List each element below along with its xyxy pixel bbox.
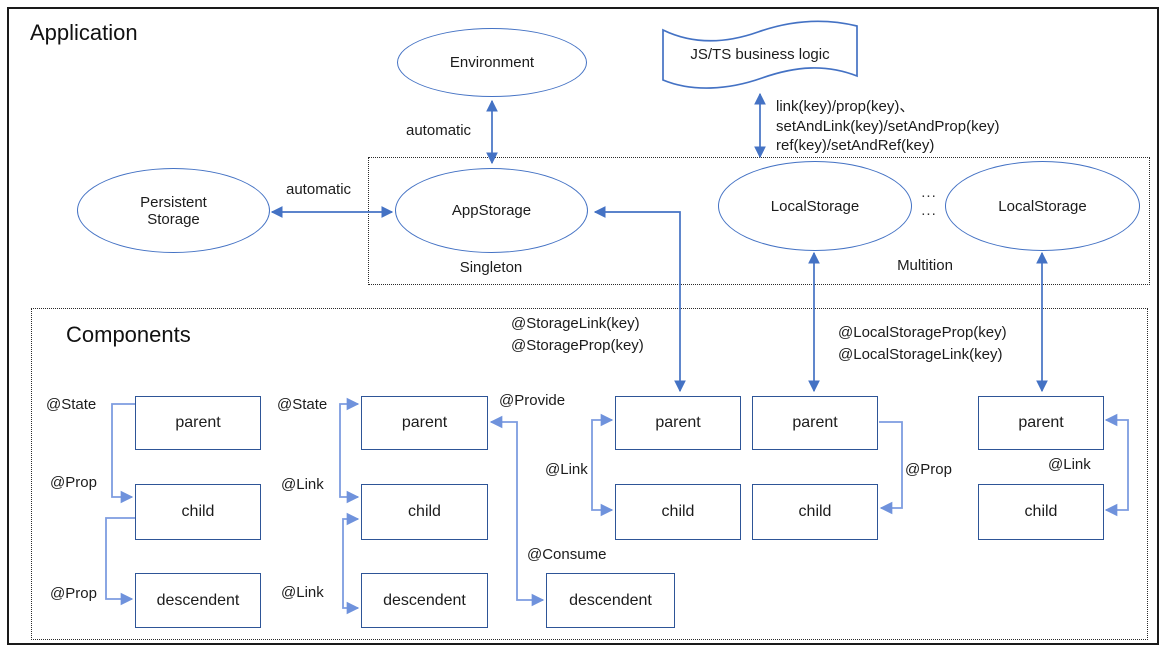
storage-prop-label: @StorageProp(key) xyxy=(511,336,644,354)
api-line-1: link(key)/prop(key)、 xyxy=(776,98,915,115)
tree1-child-box: child xyxy=(135,484,261,540)
app-storage-label: AppStorage xyxy=(451,202,532,219)
application-frame xyxy=(7,7,1159,645)
tree2-child-label: child xyxy=(408,503,441,520)
local-storage-prop-label: @LocalStorageProp(key) xyxy=(838,324,1007,341)
application-title: Application xyxy=(30,20,138,45)
tree5-child-label: child xyxy=(1024,503,1058,520)
ellipsis-dots: ... ... xyxy=(914,184,944,220)
tree5-parent-label: parent xyxy=(1018,414,1064,431)
tree5-link-label: @Link xyxy=(1048,456,1091,473)
tree2-child-box: child xyxy=(361,484,488,540)
tree2-parent-box: parent xyxy=(361,396,488,450)
tree1-descendent-label: descendent xyxy=(156,591,240,609)
components-container xyxy=(31,308,1148,640)
tree1-prop1-label: @Prop xyxy=(50,474,97,491)
tree1-child-label: child xyxy=(181,503,215,520)
tree3-parent-box: parent xyxy=(615,396,741,450)
tree1-state-label: @State xyxy=(46,396,97,413)
api-line-2: setAndLink(key)/setAndProp(key) xyxy=(776,117,1000,135)
tree3-link-label: @Link xyxy=(545,461,588,478)
persistent-storage-label: Persistent Storage xyxy=(140,193,207,228)
storage-decorators-text: @StorageLink(key) @StorageProp(key) xyxy=(511,313,644,356)
tree3-parent-label: parent xyxy=(655,414,701,431)
app-storage-node: AppStorage xyxy=(395,168,588,253)
tree5-parent-box: parent xyxy=(978,396,1104,450)
tree2-link2-label: @Link xyxy=(281,584,324,601)
consume-label: @Consume xyxy=(527,546,607,563)
local-storage-a-node: LocalStorage xyxy=(718,161,912,251)
tree5-child-box: child xyxy=(978,484,1104,540)
tree1-parent-box: parent xyxy=(135,396,261,450)
tree2-parent-label: parent xyxy=(401,414,448,431)
dots-top: ... xyxy=(921,184,937,201)
api-line-3: ref(key)/setAndRef(key) xyxy=(776,137,935,154)
tree4-child-label: child xyxy=(798,503,832,520)
tree1-descendent-box: descendent xyxy=(135,573,261,628)
persistent-storage-node: Persistent Storage xyxy=(77,168,270,253)
tree4-child-box: child xyxy=(752,484,878,540)
multition-label: Multition xyxy=(897,257,953,274)
tree2-descendent-box: descendent xyxy=(361,573,488,628)
local-storage-decorators-text: @LocalStorageProp(key) @LocalStorageLink… xyxy=(838,322,1007,365)
local-storage-link-label: @LocalStorageLink(key) xyxy=(838,345,1003,363)
tree4-parent-box: parent xyxy=(752,396,878,450)
flag-shape xyxy=(662,20,858,89)
tree2-link1-label: @Link xyxy=(281,476,324,493)
singleton-label: Singleton xyxy=(459,259,523,276)
local-storage-a-label: LocalStorage xyxy=(770,197,860,215)
tree1-prop2-label: @Prop xyxy=(50,585,97,602)
storage-link-label: @StorageLink(key) xyxy=(511,315,640,332)
tree4-parent-label: parent xyxy=(792,414,838,431)
tree4-prop-label: @Prop xyxy=(905,461,952,478)
tree3-child-box: child xyxy=(615,484,741,540)
business-logic-node: JS/TS business logic xyxy=(662,14,858,94)
provide-label: @Provide xyxy=(499,392,566,409)
environment-node: Environment xyxy=(397,28,587,97)
tree2-descendent-label: descendent xyxy=(383,591,466,609)
api-methods-text: link(key)/prop(key)、 setAndLink(key)/set… xyxy=(776,97,999,156)
local-storage-b-node: LocalStorage xyxy=(945,161,1140,251)
provide-descendent-label: descendent xyxy=(569,591,652,609)
provide-descendent-box: descendent xyxy=(546,573,675,628)
environment-label: Environment xyxy=(449,54,535,71)
dots-bottom: ... xyxy=(921,202,937,219)
business-logic-label: JS/TS business logic xyxy=(690,45,830,63)
tree2-state-label: @State xyxy=(277,396,328,413)
components-title: Components xyxy=(66,322,191,347)
tree1-parent-label: parent xyxy=(175,414,221,431)
tree3-child-label: child xyxy=(661,503,695,520)
automatic-persistent-label: automatic xyxy=(286,181,352,198)
automatic-environment-label: automatic xyxy=(406,122,472,139)
local-storage-b-label: LocalStorage xyxy=(998,197,1087,215)
